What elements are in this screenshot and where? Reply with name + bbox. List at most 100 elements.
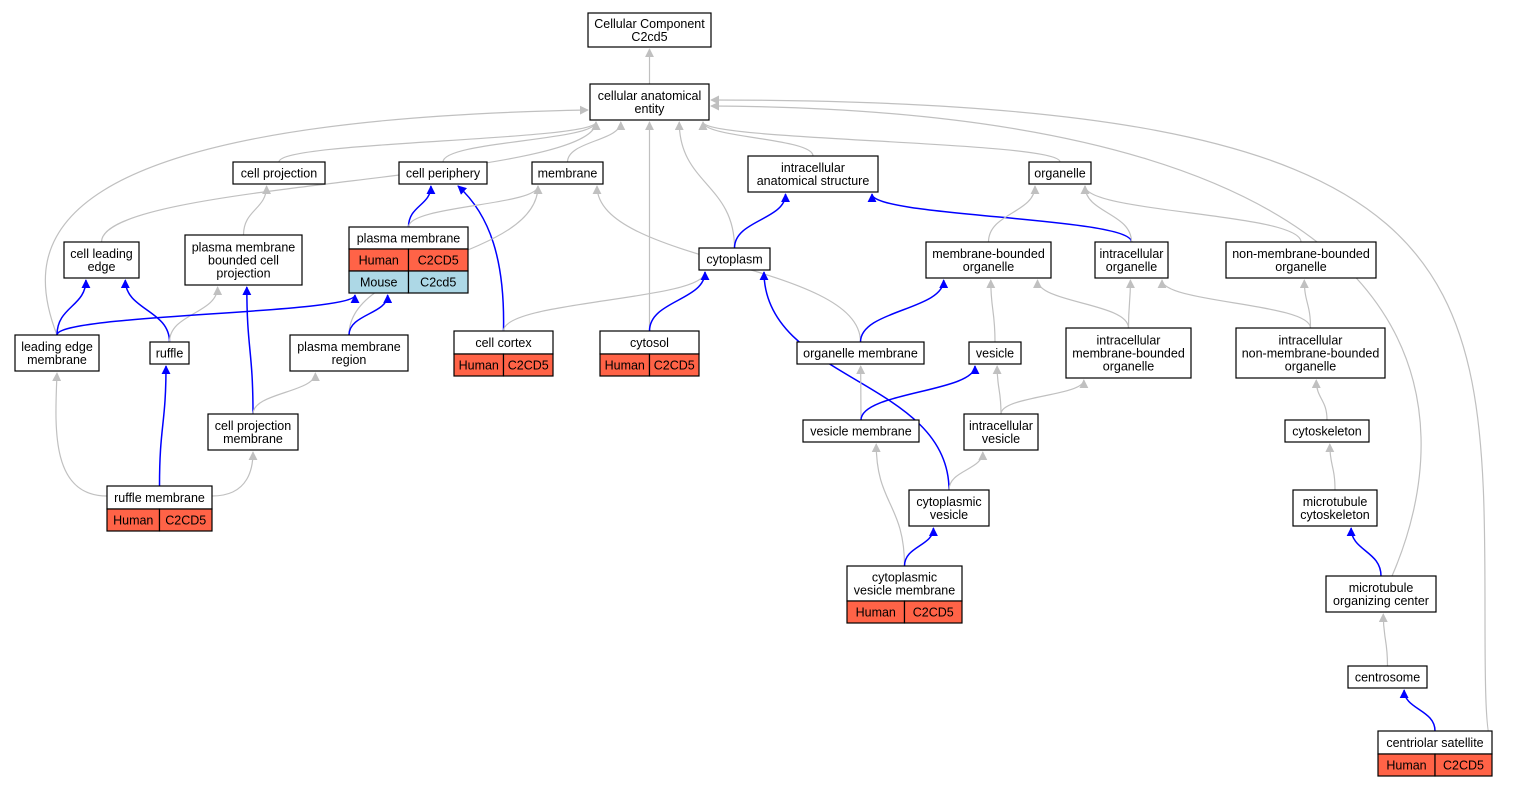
node-label: membrane (223, 432, 283, 446)
node-label: anatomical structure (757, 174, 870, 188)
node-label: organizing center (1333, 594, 1429, 608)
node-box (968, 341, 1022, 365)
node-box (698, 247, 771, 271)
node-label: cytoplasm (706, 253, 762, 267)
gene-cell (407, 270, 469, 294)
direct-edge-pmr-to-pm (348, 294, 393, 336)
node-box (1094, 241, 1169, 279)
inferred-edge-cellper-to-cae (442, 121, 601, 163)
edges-layer (44, 48, 1493, 742)
node-box (925, 241, 1052, 279)
inferred-edge-inmbo-to-io (1157, 279, 1312, 329)
node-vesicle[interactable]: vesicle (968, 341, 1022, 365)
node-box (398, 161, 488, 185)
node-membrane[interactable]: membrane (531, 161, 604, 185)
node-label: C2cd5 (631, 30, 667, 44)
gene-cell (1434, 753, 1493, 777)
node-cellproj[interactable]: cell projection (232, 161, 326, 185)
node-centrosome[interactable]: centrosome (1347, 665, 1428, 689)
node-label: plasma membrane (297, 340, 401, 354)
direct-edge-lem-to-pm (56, 294, 360, 336)
inferred-edge-nmbo-to-organelle (1080, 185, 1302, 243)
species-label: Human (113, 514, 153, 528)
node-label: ruffle membrane (114, 491, 205, 505)
node-ruffle[interactable]: ruffle (149, 341, 190, 365)
node-om[interactable]: organelle membrane (796, 341, 925, 365)
node-label: intracellular (969, 419, 1033, 433)
node-label: cytoplasmic (872, 571, 937, 585)
node-box (796, 341, 925, 365)
node-box (908, 489, 990, 527)
direct-edge-ruffle-to-cle (120, 279, 171, 343)
inferred-edge-cle-to-cae (100, 121, 601, 243)
species-label: Mouse (360, 276, 398, 290)
node-inmbo[interactable]: intracellularnon-membrane-boundedorganel… (1235, 327, 1386, 379)
node-cytoskel[interactable]: cytoskeleton (1284, 419, 1370, 443)
gene-label: C2CD5 (165, 514, 206, 528)
node-box (531, 161, 604, 185)
node-label: intracellular (1100, 247, 1164, 261)
node-label: cell projection (215, 419, 291, 433)
gene-label: C2CD5 (508, 359, 549, 373)
node-box (232, 161, 326, 185)
direct-edge-rm-to-ruffle (158, 365, 171, 487)
node-label: intracellular (1097, 334, 1161, 348)
node-label: region (332, 353, 367, 367)
node-box (1292, 489, 1378, 527)
species-label: Human (856, 606, 896, 620)
node-box (63, 241, 140, 279)
species-label: Human (459, 359, 499, 373)
node-vm[interactable]: vesicle membrane (802, 419, 920, 443)
species-label: Human (1386, 759, 1426, 773)
inferred-edge-ruffle-to-pmbcp (168, 286, 223, 343)
node-label: cellular anatomical (598, 89, 702, 103)
node-cellper[interactable]: cell periphery (398, 161, 488, 185)
species-label: Human (359, 254, 399, 268)
node-box (747, 155, 879, 193)
node-label: cell projection (241, 167, 317, 181)
direct-edge-cpm-to-pmbcp (242, 286, 254, 415)
inferred-edge-cellproj-to-cae (278, 121, 601, 163)
node-label: plasma membrane (192, 241, 296, 255)
node-label: Cellular Component (594, 17, 705, 31)
node-label: organelle (1285, 360, 1336, 374)
node-box (1225, 241, 1377, 279)
inferred-edge-vesicle-to-mbo (986, 279, 996, 343)
inferred-edge-cortex-to-cytoplasm (502, 271, 710, 332)
node-box (1325, 575, 1437, 613)
node-label: cell cortex (475, 336, 532, 350)
inferred-edge-cs-to-cae (710, 95, 1493, 742)
node-label: bounded cell (208, 254, 279, 268)
node-box (1284, 419, 1370, 443)
node-label: cytoskeleton (1300, 508, 1370, 522)
inferred-edge-rm-to-cpm (211, 451, 258, 497)
node-organelle[interactable]: organelle (1028, 161, 1092, 185)
inferred-edge-inmbo-to-nmbo (1299, 279, 1312, 329)
node-label: intracellular (781, 161, 845, 175)
node-cytoplasm[interactable]: cytoplasm (698, 247, 771, 271)
